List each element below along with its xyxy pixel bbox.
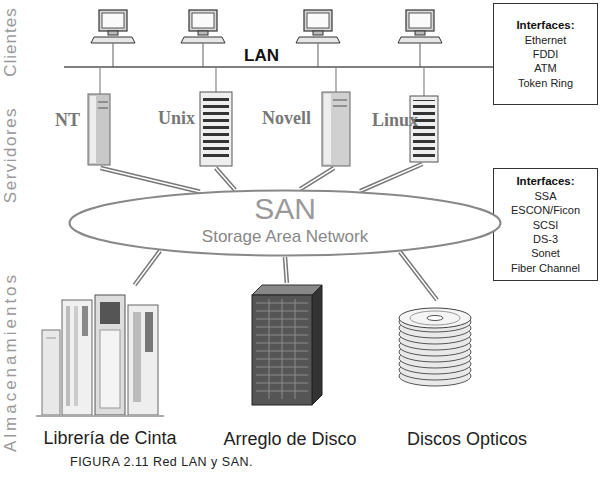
storage-label: Discos Opticos bbox=[392, 429, 542, 451]
nt-server-icon bbox=[88, 94, 110, 165]
double-line-connector bbox=[400, 252, 437, 300]
interface-item: Fiber Channel bbox=[511, 261, 580, 275]
client-pc bbox=[91, 10, 135, 67]
connector-inner bbox=[216, 168, 235, 190]
interface-item: Ethernet bbox=[525, 33, 567, 47]
double-line-connector bbox=[360, 164, 422, 191]
server-node: Novell bbox=[262, 90, 352, 168]
interface-heading: Interfaces: bbox=[516, 18, 574, 33]
client-pc bbox=[398, 10, 442, 67]
server-os-label: NT bbox=[55, 110, 89, 132]
double-line-connector bbox=[101, 168, 200, 192]
connector-inner bbox=[101, 168, 200, 192]
connector-inner bbox=[285, 257, 287, 283]
server-node: Unix bbox=[158, 90, 235, 168]
connector-outer bbox=[285, 257, 287, 283]
client-pc bbox=[181, 10, 225, 67]
client-pc bbox=[296, 10, 340, 67]
storage-label: Arreglo de Disco bbox=[212, 429, 368, 451]
tier-label: Servidores bbox=[1, 80, 23, 230]
interface-item: ESCON/Ficon bbox=[511, 203, 580, 217]
interface-box: Interfaces:SSAESCON/FiconSCSIDS-3SonetFi… bbox=[493, 168, 598, 281]
connector-inner bbox=[360, 164, 422, 191]
network-label: LAN bbox=[244, 46, 294, 66]
server-os-label: Novell bbox=[262, 108, 322, 130]
interface-item: SSA bbox=[534, 189, 556, 203]
san-ellipse: SANStorage Area Network bbox=[68, 189, 502, 257]
interface-item: FDDI bbox=[533, 47, 559, 61]
interface-box: Interfaces:EthernetFDDIATMToken Ring bbox=[493, 3, 598, 105]
tier-label: Almacenamientos bbox=[1, 247, 23, 477]
connector-inner bbox=[400, 252, 437, 300]
lan-drop-wires bbox=[100, 67, 424, 96]
tape-library-illustration bbox=[36, 295, 164, 416]
storage-node: Arreglo de Disco bbox=[212, 283, 368, 451]
interface-heading: Interfaces: bbox=[516, 174, 574, 189]
storage-label: Librería de Cinta bbox=[28, 428, 192, 450]
san-subtitle: Storage Area Network bbox=[68, 227, 502, 247]
connector-outer bbox=[101, 168, 200, 192]
connector-outer bbox=[300, 168, 334, 189]
double-line-connector bbox=[300, 168, 334, 189]
interface-item: Token Ring bbox=[518, 76, 573, 90]
unix-server-icon bbox=[200, 92, 232, 166]
double-line-connector bbox=[216, 168, 235, 190]
san-title: SAN bbox=[68, 191, 502, 227]
storage-node: Discos Opticos bbox=[392, 300, 542, 451]
optical-discs-illustration bbox=[399, 308, 471, 386]
storage-node: Librería de Cinta bbox=[28, 285, 192, 451]
server-node: NT bbox=[55, 92, 112, 168]
interface-item: Sonet bbox=[531, 246, 560, 260]
connector-outer bbox=[135, 251, 160, 285]
double-line-connector bbox=[135, 251, 160, 285]
connector-outer bbox=[360, 164, 422, 191]
interface-item: SCSI bbox=[533, 218, 559, 232]
server-os-label: Linux bbox=[372, 110, 420, 132]
connector-inner bbox=[300, 168, 334, 189]
server-os-label: Unix bbox=[158, 108, 202, 130]
interface-item: DS-3 bbox=[533, 232, 558, 246]
interface-item: ATM bbox=[534, 61, 556, 75]
disk-array-illustration bbox=[252, 285, 322, 405]
lan-bus bbox=[64, 66, 493, 68]
server-node: Linux bbox=[372, 92, 442, 164]
novell-server-icon bbox=[322, 92, 350, 166]
double-line-connector bbox=[285, 257, 287, 283]
tier-label: Clientes bbox=[1, 0, 23, 92]
connector-outer bbox=[216, 168, 235, 190]
figure-caption: FIGURA 2.11 Red LAN y SAN. bbox=[70, 455, 470, 470]
connector-outer bbox=[400, 252, 437, 300]
connector-inner bbox=[135, 251, 160, 285]
